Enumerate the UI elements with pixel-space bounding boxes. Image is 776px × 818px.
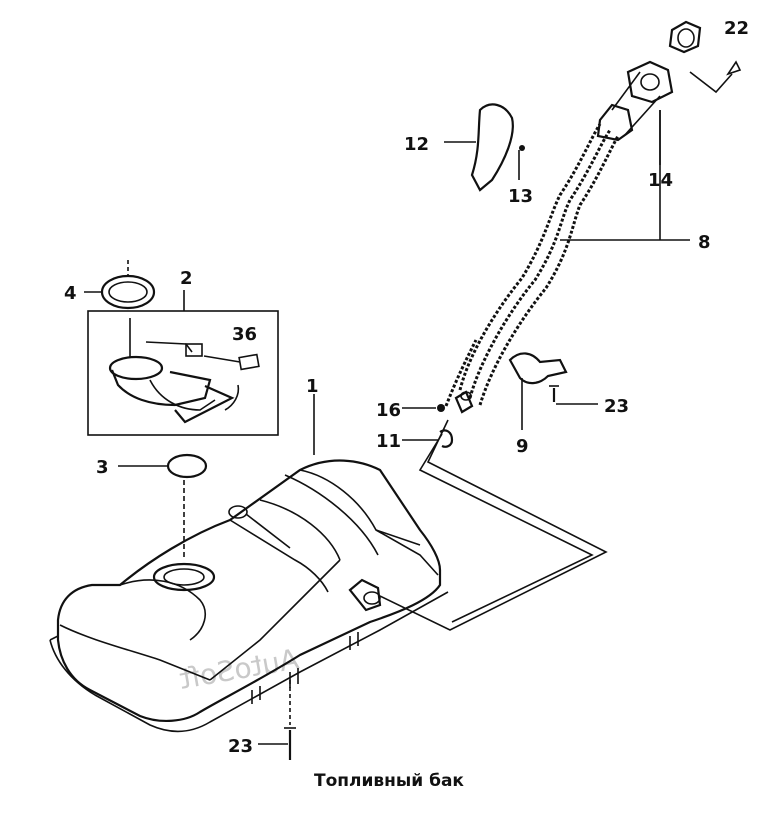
part-label-2: 2 [180, 268, 193, 289]
part-label-12: 12 [404, 134, 429, 155]
lock-ring [84, 260, 156, 310]
bracket [508, 352, 568, 430]
part-label-3: 3 [96, 457, 109, 478]
part-label-8: 8 [698, 232, 711, 253]
o-ring [118, 453, 208, 479]
screw-23-bottom [258, 680, 296, 760]
part-label-9: 9 [516, 436, 529, 457]
part-label-4: 4 [64, 283, 77, 304]
part-label-22: 22 [724, 18, 749, 39]
part-label-11: 11 [376, 431, 401, 452]
fuel-tank [49, 459, 449, 733]
clamp [402, 429, 454, 448]
fuel-pump-assembly [87, 290, 279, 436]
pipe-routing [379, 419, 608, 631]
part-label-1: 1 [306, 376, 319, 397]
screw-22 [689, 60, 742, 94]
screw-13 [518, 145, 525, 180]
part-label-16: 16 [376, 400, 401, 421]
part-label-13: 13 [508, 186, 533, 207]
part-label-36: 36 [232, 324, 257, 345]
filler-pipe [454, 20, 702, 414]
part-label-14: 14 [648, 170, 673, 191]
svg-text:AutoSoft: AutoSoft [177, 642, 301, 695]
part-label-23-bottom: 23 [228, 736, 253, 757]
screw-23-right [549, 385, 598, 405]
part-label-23-right: 23 [604, 396, 629, 417]
diagram-caption: Топливный бак [314, 771, 464, 791]
breather-hose [402, 339, 478, 412]
watermark: AutoSoft [177, 642, 301, 695]
filler-boot [444, 103, 514, 192]
